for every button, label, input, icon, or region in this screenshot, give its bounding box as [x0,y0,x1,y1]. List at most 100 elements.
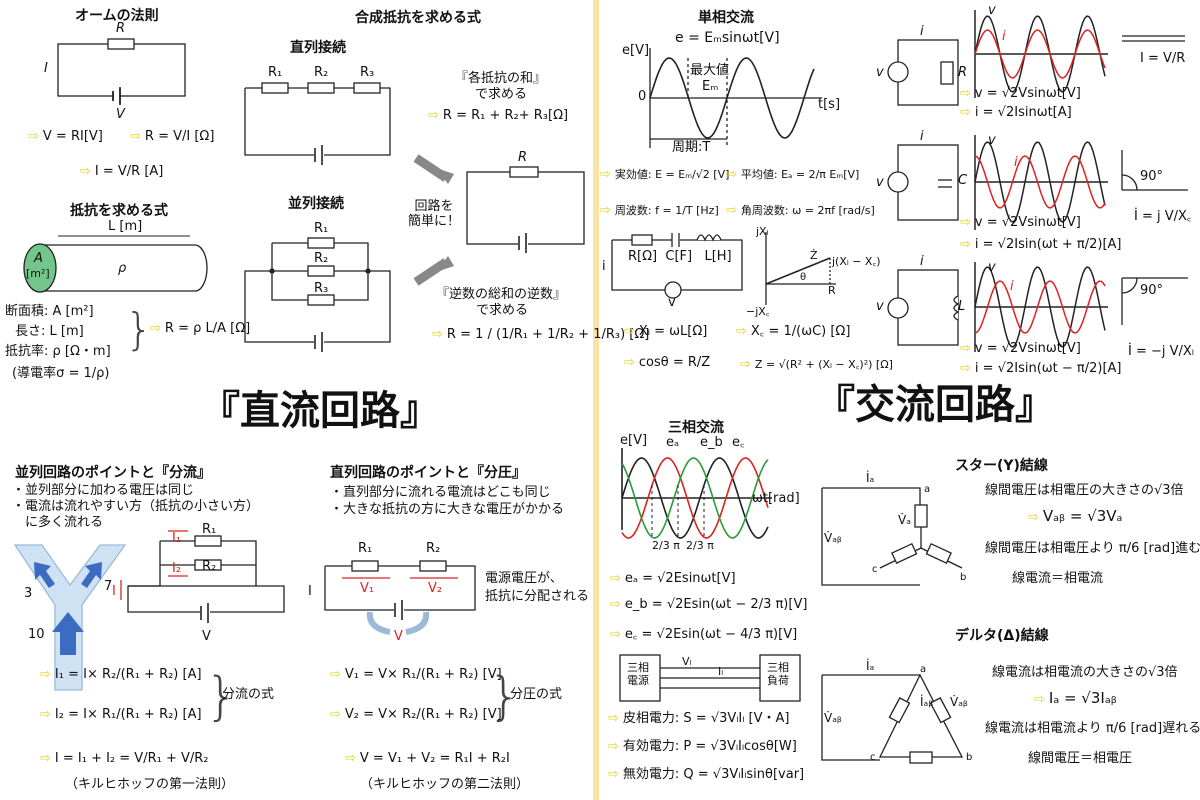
arrow-icon: ⇨ [726,203,737,218]
series-circuit [244,82,391,165]
avg-eq: ⇨平均値: Eₐ = 2/π Eₘ[V] [726,167,860,182]
series-r2: R₂ [314,65,329,80]
jxl: jXₗ [756,225,769,238]
resist-area-sym: A [34,251,43,266]
angfreq-eq: ⇨角周波数: ω = 2πf [rad/s] [726,203,875,218]
series-note1: 『各抵抗の和』 [455,71,547,86]
arrow-icon: ⇨ [610,597,621,612]
wave-v-1: v [988,3,996,18]
combined-title: 合成抵抗を求める式 [355,10,481,26]
series-r1: R₁ [268,65,283,80]
ec-eq: ⇨e꜀ = √2Esin(ωt − 4/3 π)[V] [610,627,798,642]
pipe-10: 10 [28,627,45,642]
wave-v-3: v [988,260,996,275]
series-title: 直列接続 [290,40,346,56]
c-label: C [958,173,968,188]
delta-vab: V̇ₐᵦ [824,711,842,725]
axis-t: t[s] [818,97,841,112]
period: 周期:T [672,140,711,155]
arrow-icon: ⇨ [608,767,619,782]
c-i-eq: ⇨i = √2Isin(ωt + π/2)[A] [960,237,1122,252]
arrow-icon: ⇨ [736,324,747,339]
div-law: （キルヒホッフの第一法則） [65,777,235,792]
resistor-cylinder [23,235,208,293]
l-angle: 90° [1140,283,1164,298]
vdiv-eq3: ⇨V = V₁ + V₂ = R₁I + R₂I [345,751,510,766]
div-r1: R₁ [202,522,217,537]
arrow-icon: ⇨ [740,357,751,372]
s-eq: ⇨皮相電力: S = √3VₗIₗ [V・A] [608,711,790,726]
arrow-icon: ⇨ [608,739,619,754]
arrow-icon: ⇨ [608,711,619,726]
div-eq2: ⇨I₂ = I× R₁/(R₁ + R₂) [A] [40,707,202,722]
src-v-2: v [876,175,884,190]
three-ec: e꜀ [732,435,745,450]
resist-title: 抵抗を求める式 [70,203,168,219]
three-eb: e_b [700,435,723,450]
ohm-v-label: V [116,107,125,122]
resist-length: L [m] [108,219,143,234]
ohm-title: オームの法則 [75,8,159,24]
rl: R [828,284,836,297]
r-phasor: I = V/R [1140,51,1186,66]
arrow-icon: ⇨ [40,667,51,682]
c-phasor: İ = j V/X꜀ [1134,209,1192,224]
jxlxc: j(Xₗ − X꜀) [832,255,881,268]
source-box: 三相 電源 [627,661,649,687]
star-node-b: b [960,572,967,583]
resist-conductivity: (導電率σ = 1/ρ) [12,366,110,381]
parallel-r1: R₁ [314,221,329,236]
arrow-icon: ⇨ [1028,510,1039,525]
vdiv-note1: 電源電圧が、 [485,571,563,586]
arrow-icon: ⇨ [432,327,443,342]
arrow-icon: ⇨ [345,751,356,766]
arrow-icon: ⇨ [960,215,971,230]
r-v-eq: ⇨v = √2Vsinωt[V] [960,86,1081,101]
vdiv-i: I [308,584,312,599]
star-connection [821,487,963,586]
delta-node-a: a [920,664,927,675]
vdiv-r1: R₁ [358,541,373,556]
rlc-i: i [602,259,606,274]
il-label: Iₗ [718,665,724,678]
div-label: 分流の式 [222,687,275,702]
theta: θ [800,272,807,283]
l-label: L [958,299,966,314]
load-box: 三相 負荷 [767,661,789,687]
pipe-7: 7 [104,579,113,594]
divider-bullet-1: ・並列部分に加わる電圧は同じ [12,483,195,498]
wave-i-2: i [1014,155,1018,170]
ohm-i-label: I [44,61,48,76]
rlc-circuit [611,233,743,299]
three-23b: 2/3 π [686,539,714,552]
wave-i-3: i [1010,279,1014,294]
series-note2: で求める [475,87,528,102]
delta-title: デルタ(Δ)結線 [955,628,1049,644]
delta-connection [821,673,964,764]
arrow-icon: ⇨ [330,667,341,682]
mjxc: −jX꜀ [746,305,770,318]
div-eq1: ⇨I₁ = I× R₂/(R₁ + R₂) [A] [40,667,202,682]
divider-title: 並列回路のポイントと『分流』 [15,465,211,481]
single-eq: e = Eₘsinωt[V] [675,30,780,46]
ohm-eq-r: ⇨R = V/I [Ω] [130,129,215,144]
three-title: 三相交流 [668,420,724,436]
vdiv-note2: 抵抗に分配される [485,589,590,604]
single-phase-wave [649,48,822,148]
arrow-icon: ⇨ [960,237,971,252]
parallel-eq: ⇨R = 1 / (1/R₁ + 1/R₂ + 1/R₃) [Ω] [432,327,650,342]
three-e: e[V] [620,433,648,448]
freq-eq: ⇨周波数: f = 1/T [Hz] [600,203,719,218]
z-eq: ⇨Z = √(R² + (Xₗ − X꜀)²) [Ω] [740,357,893,372]
r-circuit [887,39,959,106]
max-label: 最大値 [690,63,730,78]
vdiv-law: （キルヒホッフの第二法則） [360,777,530,792]
star-va: V̇ₐ [898,513,911,527]
arrow-icon: ⇨ [610,571,621,586]
current-divider-circuit [120,530,285,623]
c-circuit [887,144,959,221]
l-phasor: İ = −j V/Xₗ [1128,344,1194,359]
l-circuit [887,269,960,346]
max-sym: Eₘ [702,79,719,94]
arrow-icon: ⇨ [624,324,635,339]
